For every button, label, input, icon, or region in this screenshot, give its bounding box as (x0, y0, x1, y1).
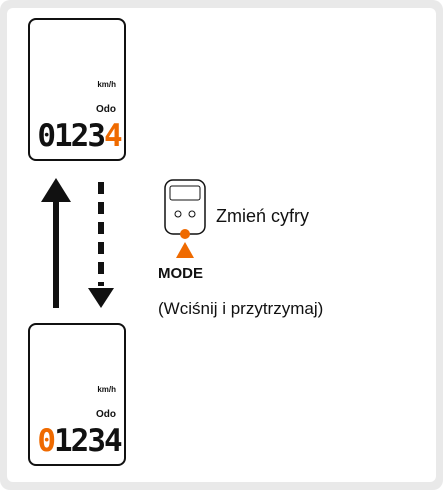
device-icon (164, 179, 206, 235)
speed-unit: km/h (97, 385, 116, 394)
mode-button-press-icon (176, 229, 194, 258)
odometer-digits: 01234 (30, 425, 128, 457)
display-bottom: km/h Odo 01234 (28, 323, 126, 466)
digits-normal: 0123 (37, 118, 106, 154)
odometer-digits: 01234 (30, 120, 128, 152)
arrow-up-icon (41, 178, 71, 308)
arrow-down-dashed-icon (88, 182, 114, 308)
display-top: km/h Odo 01234 (28, 18, 126, 161)
digit-highlighted: 0 (37, 423, 56, 459)
mode-button-label: MODE (158, 265, 203, 282)
instruction-hint: (Wciśnij i przytrzymaj) (158, 299, 324, 318)
digits-normal: 1234 (54, 423, 123, 459)
odo-label: Odo (96, 409, 116, 420)
instruction-action: Zmień cyfry (216, 206, 310, 226)
odo-label: Odo (96, 104, 116, 115)
digit-highlighted: 4 (103, 118, 123, 154)
speed-unit: km/h (97, 80, 116, 89)
